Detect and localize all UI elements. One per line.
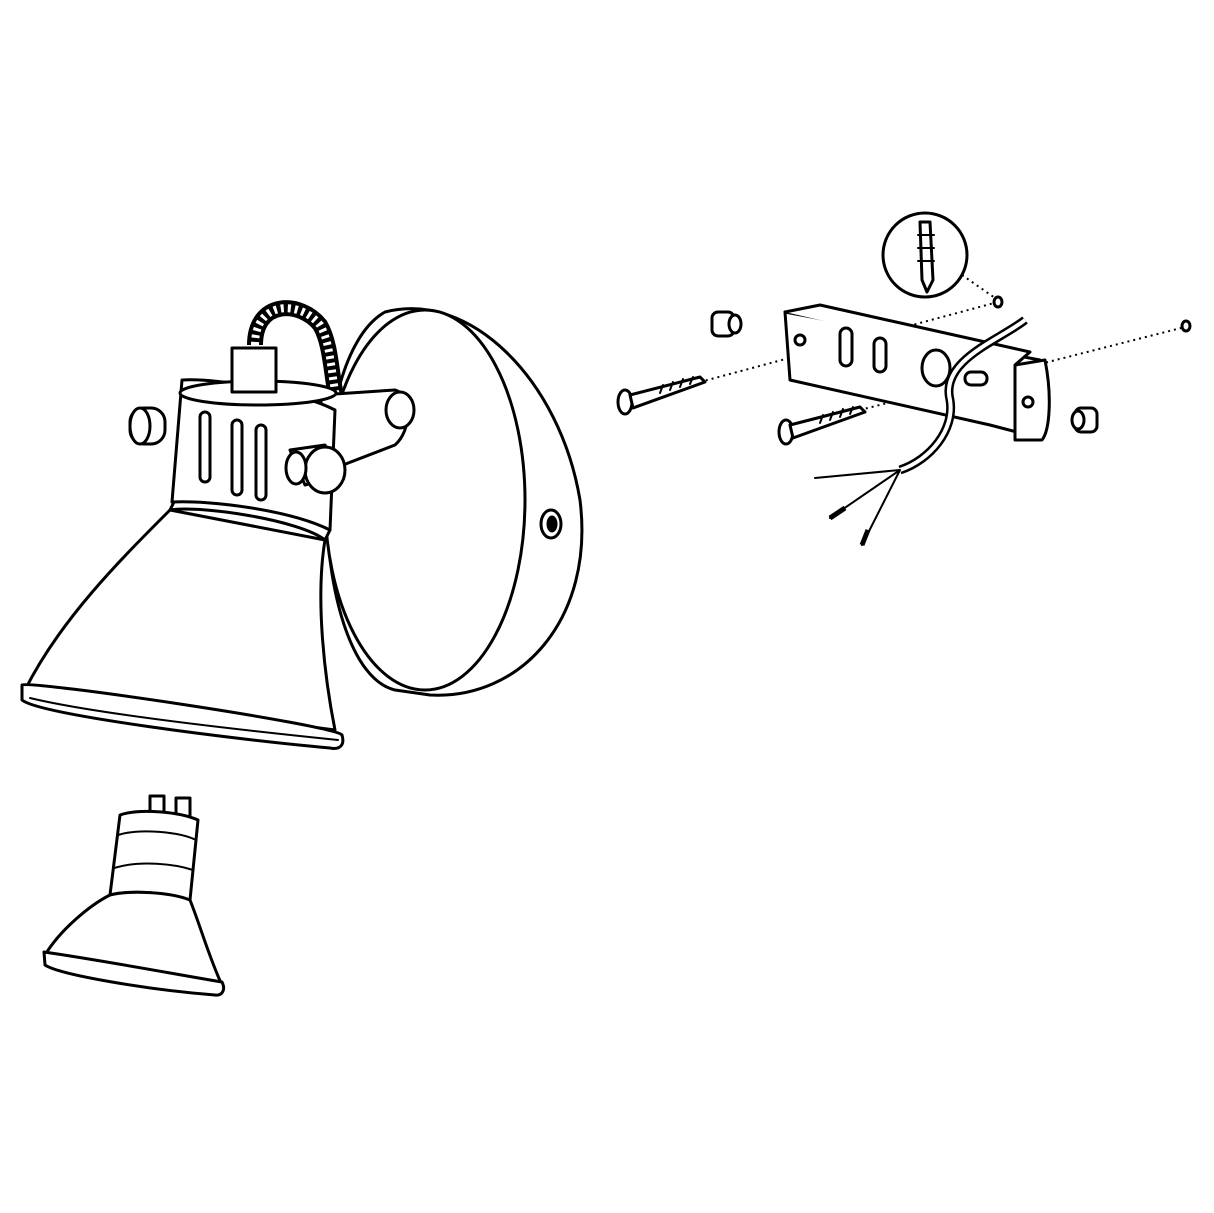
hinge-bracket [318,388,416,472]
mounting-bracket [783,303,1051,442]
screw [616,375,707,416]
wall-plug-detail-inset [881,211,996,299]
wall-plate [323,307,584,697]
screw [777,405,867,446]
collar-slots [198,410,268,502]
wires [814,316,1028,546]
collar [170,346,338,532]
lamp-shade [20,497,345,750]
hinge-knobs [128,406,347,495]
gu10-bulb [42,794,226,997]
wall-plugs [992,295,1192,333]
screws [616,375,867,446]
nuts [710,310,1099,434]
cable-socket [230,346,278,394]
